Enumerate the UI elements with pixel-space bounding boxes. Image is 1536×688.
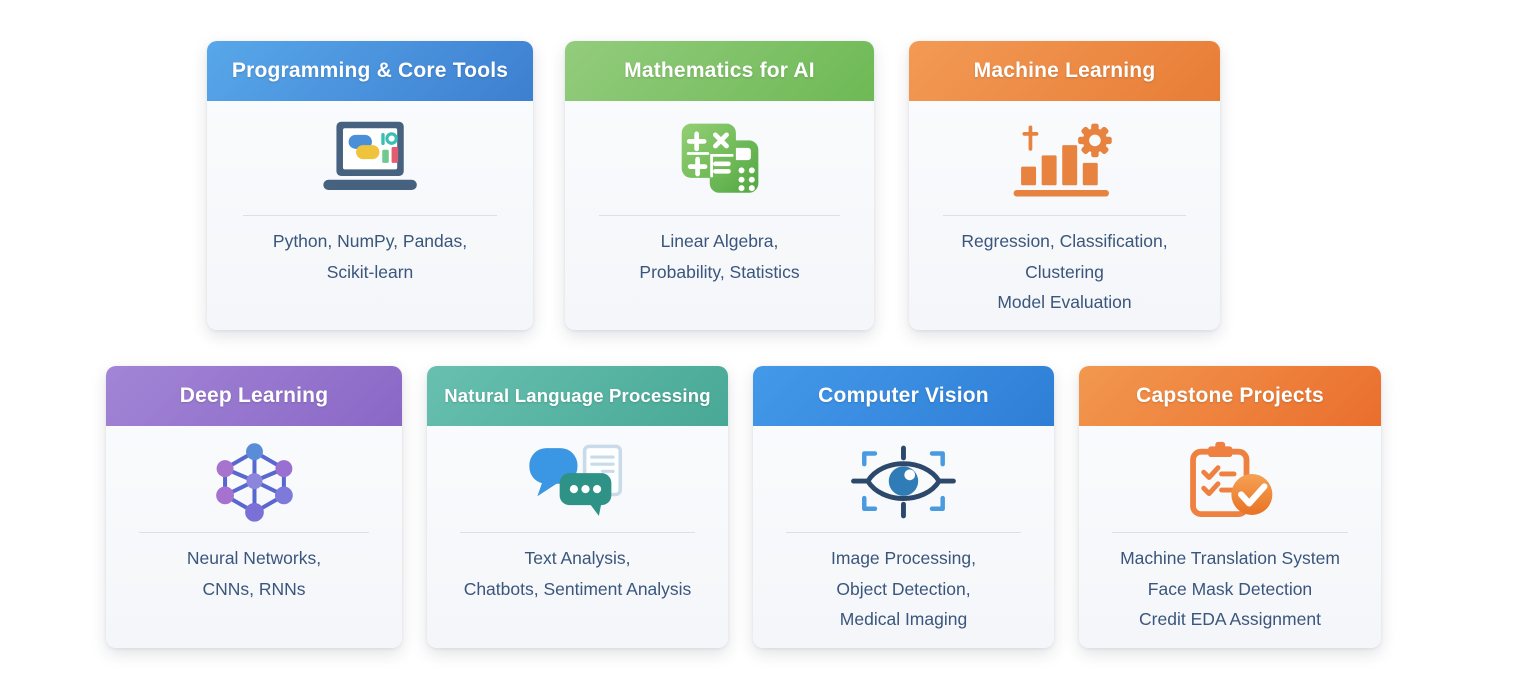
topic-line: Object Detection, — [836, 578, 971, 599]
divider — [138, 532, 370, 533]
divider — [1112, 532, 1348, 533]
card-title: Natural Language Processing — [444, 385, 711, 406]
card-header: Capstone Projects — [1079, 366, 1381, 426]
card-title: Computer Vision — [818, 384, 989, 407]
card-header: Machine Learning — [909, 41, 1220, 101]
card-header: Programming & Core Tools — [207, 41, 533, 101]
card-title: Programming & Core Tools — [231, 59, 509, 82]
card-body: Neural Networks, CNNs, RNNs — [106, 426, 402, 648]
topic-line: Image Processing, — [831, 548, 976, 568]
topic-line: Linear Algebra, — [660, 231, 779, 251]
card-topics: Linear Algebra, Probability, Statistics — [639, 226, 799, 287]
card-topics: Neural Networks, CNNs, RNNs — [187, 543, 321, 604]
topic-line: Credit EDA Assignment — [1139, 609, 1321, 629]
chat-bubbles-icon — [529, 444, 623, 516]
chart-gear-icon — [1014, 123, 1113, 197]
card-title: Mathematics for AI — [624, 59, 815, 82]
card-icon-area — [201, 432, 308, 532]
divider — [598, 215, 840, 216]
course-card-computer-vision: Computer Vision Image Processing, Object … — [753, 366, 1054, 648]
card-title: Deep Learning — [179, 384, 329, 407]
course-card-deep-learning: Deep Learning Neural Networks, CNNs, RNNs — [106, 366, 402, 648]
card-icon-area — [314, 107, 426, 215]
card-icon-area — [1008, 107, 1120, 215]
course-card-programming-core-tools: Programming & Core Tools Python, NumPy, … — [207, 41, 533, 330]
clipboard-check-icon — [1189, 441, 1272, 517]
card-topics: Python, NumPy, Pandas, Scikit-learn — [273, 226, 467, 287]
topic-line: Probability, Statistics — [639, 261, 800, 282]
topic-line: Model Evaluation — [997, 292, 1132, 312]
eye-scan-icon — [851, 445, 956, 519]
card-body: Linear Algebra, Probability, Statistics — [565, 101, 874, 330]
card-topics: Image Processing, Object Detection, Medica… — [831, 543, 976, 635]
card-header: Deep Learning — [106, 366, 402, 426]
math-calculator-icon — [682, 123, 759, 193]
divider — [943, 215, 1186, 216]
topic-line: Regression, Classification, — [961, 231, 1168, 251]
course-card-mathematics-for-ai: Mathematics for AI — [565, 41, 874, 330]
topic-line: Chatbots, Sentiment Analysis — [463, 578, 692, 599]
topic-line: CNNs, RNNs — [202, 578, 306, 599]
topic-line: Scikit-learn — [326, 261, 414, 282]
topic-line: Machine Translation System — [1120, 548, 1340, 568]
card-body: Text Analysis, Chatbots, Sentiment Analys… — [427, 426, 728, 648]
card-header: Computer Vision — [753, 366, 1054, 426]
card-icon-area — [850, 432, 957, 532]
card-icon-area — [524, 432, 631, 532]
card-title: Capstone Projects — [1136, 384, 1324, 407]
card-header: Mathematics for AI — [565, 41, 874, 101]
divider — [786, 532, 1021, 533]
card-header: Natural Language Processing — [427, 366, 728, 426]
topic-line: Python, NumPy, Pandas, — [272, 231, 468, 251]
card-body: Image Processing, Object Detection, Medica… — [753, 426, 1054, 648]
card-icon-area — [663, 107, 775, 215]
topic-line: Text Analysis, — [524, 548, 631, 568]
divider — [242, 215, 498, 216]
topic-line: Medical Imaging — [839, 609, 968, 629]
course-card-natural-language-processing: Natural Language Processing Text Analysi… — [427, 366, 728, 648]
card-topics: Text Analysis, Chatbots, Sentiment Analys… — [464, 543, 692, 604]
laptop-python-icon — [323, 121, 417, 190]
neural-network-icon — [215, 443, 293, 522]
card-title: Machine Learning — [973, 59, 1156, 82]
card-icon-area — [1177, 432, 1284, 532]
course-card-capstone-projects: Capstone Projects Machine Translation Sy… — [1079, 366, 1381, 648]
topic-line: Neural Networks, — [186, 548, 322, 568]
topic-line: Face Mask Detection — [1147, 578, 1313, 599]
topic-line: Clustering — [1025, 261, 1104, 282]
course-card-machine-learning: Machine Learning Regression, — [909, 41, 1220, 330]
card-body: Python, NumPy, Pandas, Scikit-learn — [207, 101, 533, 330]
divider — [460, 532, 695, 533]
